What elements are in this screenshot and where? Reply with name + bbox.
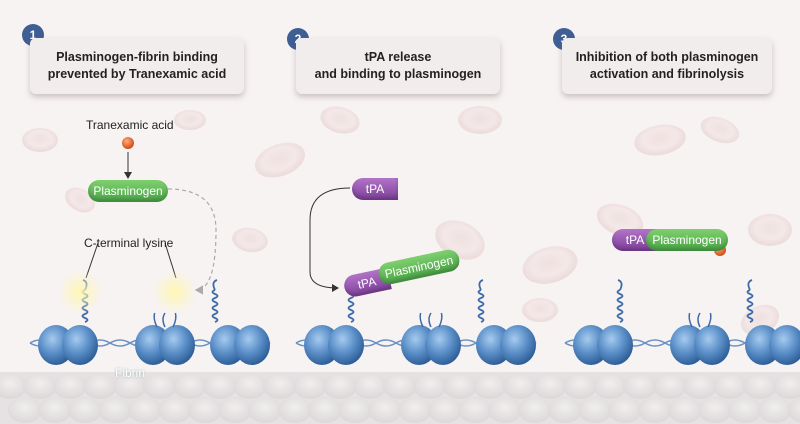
background-cell (68, 397, 102, 423)
background-cell (0, 373, 27, 399)
plasminogen-molecule: Plasminogen (88, 180, 168, 202)
step-1-title-line1: Plasminogen-fibrin binding (56, 50, 218, 64)
background-cell (788, 397, 800, 423)
fibrin-domain (234, 325, 270, 365)
fibrin-domain (597, 325, 633, 365)
background-cells (0, 372, 800, 424)
background-cell (218, 397, 252, 423)
background-cell (593, 373, 627, 399)
blocked-binding-arrow (167, 188, 217, 295)
background-cell (308, 397, 342, 423)
background-cell (518, 397, 552, 423)
background-cell (128, 397, 162, 423)
red-blood-cells (22, 106, 792, 336)
tpa-binding-arrow (309, 187, 351, 292)
background-cell (698, 397, 732, 423)
background-cell (743, 373, 777, 399)
fibrin-label: Fibrin (115, 366, 146, 380)
background-cell (188, 397, 222, 423)
step-3-title-line2: activation and fibrinolysis (589, 67, 745, 81)
background-cell (323, 373, 357, 399)
background-cell (668, 397, 702, 423)
background-cell (413, 373, 447, 399)
lysine-coil (477, 289, 485, 323)
background-cell (548, 397, 582, 423)
lysine-glow-right (153, 270, 197, 314)
background-cell (563, 373, 597, 399)
step-1-title-line2: prevented by Tranexamic acid (47, 67, 227, 81)
fibrin-domain (769, 325, 800, 365)
background-cell (503, 373, 537, 399)
fibrin-domain (62, 325, 98, 365)
background-cell (293, 373, 327, 399)
fibrin-strand (29, 279, 271, 365)
background-cell (683, 373, 717, 399)
fibrin-domain (328, 325, 364, 365)
background-cell (713, 373, 747, 399)
lysine-glow-left (58, 270, 102, 314)
background-cell (38, 397, 72, 423)
step-3-title-line1: Inhibition of both plasminogen (575, 50, 759, 64)
step-2-title: tPA release and binding to plasminogen (296, 38, 500, 94)
background-cell (353, 373, 387, 399)
background-cell (383, 373, 417, 399)
background-cell (158, 397, 192, 423)
step-3-title: Inhibition of both plasminogen activation… (562, 38, 772, 94)
tranexamic-acid-molecule (122, 137, 134, 149)
background-cell (623, 373, 657, 399)
background-cell (248, 397, 282, 423)
background-cell (53, 373, 87, 399)
background-cell (443, 373, 477, 399)
background-cell (398, 397, 432, 423)
step-2-title-line2: and binding to plasminogen (314, 67, 482, 81)
lysine-coil (746, 289, 754, 323)
background-cell (278, 397, 312, 423)
background-cell (773, 373, 800, 399)
background-cell (728, 397, 762, 423)
plasminogen-molecule-complex: Plasminogen (646, 229, 728, 251)
background-cell (173, 373, 207, 399)
step-1-title: Plasminogen-fibrin binding prevented by T… (30, 38, 244, 94)
background-cell (638, 397, 672, 423)
background-cell (368, 397, 402, 423)
background-cell (143, 373, 177, 399)
background-cell (23, 373, 57, 399)
lysine-coil (211, 289, 219, 323)
background-cell (8, 397, 42, 423)
tpa-molecule-free: tPA (352, 178, 398, 200)
background-cell (83, 373, 117, 399)
fibrin-strand (295, 279, 537, 365)
background-cell (203, 373, 237, 399)
background-cell (758, 397, 792, 423)
background-cell (488, 397, 522, 423)
background-cell (458, 397, 492, 423)
background-cell (533, 373, 567, 399)
fibrin-domain (500, 325, 536, 365)
step-2-title-line1: tPA release (364, 50, 432, 64)
fibrin-strand (564, 279, 800, 365)
background-cell (578, 397, 612, 423)
background-cell (233, 373, 267, 399)
background-cell (473, 373, 507, 399)
fibrin-domain (159, 325, 195, 365)
panel-1-graphics (58, 137, 217, 314)
background-cell (428, 397, 462, 423)
tranexamic-acid-label: Tranexamic acid (86, 118, 174, 132)
lysine-coil (616, 289, 624, 323)
background-cell (338, 397, 372, 423)
c-terminal-lysine-label: C-terminal lysine (84, 236, 174, 250)
background-cell (263, 373, 297, 399)
fibrin-domain (425, 325, 461, 365)
background-cell (653, 373, 687, 399)
background-cell (608, 397, 642, 423)
fibrin-domain (694, 325, 730, 365)
background-cell (98, 397, 132, 423)
background-cell (113, 373, 147, 399)
